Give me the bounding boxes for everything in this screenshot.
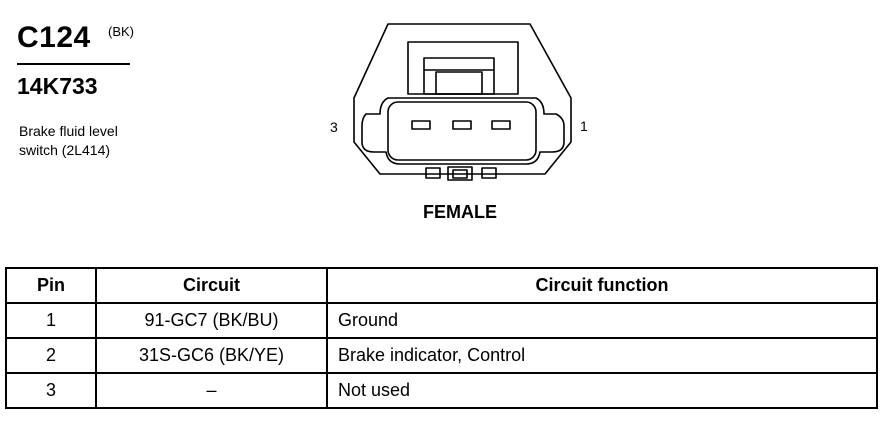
- pinout-table: Pin Circuit Circuit function 1 91-GC7 (B…: [5, 267, 878, 409]
- keying-tab: [481, 167, 497, 179]
- header-pin: Pin: [5, 267, 97, 304]
- title-rule: [17, 63, 130, 65]
- cell-function: Ground: [326, 302, 878, 339]
- terminal-face: [387, 101, 537, 161]
- pin-3-label: 3: [330, 119, 338, 135]
- part-number: 14K733: [17, 73, 98, 99]
- terminal-3: [411, 120, 431, 130]
- terminal-2: [452, 120, 472, 130]
- cell-circuit: 31S-GC6 (BK/YE): [95, 337, 328, 374]
- connector-face-diagram: [353, 23, 572, 181]
- connector-gender-label: FEMALE: [423, 202, 497, 222]
- terminal-1: [491, 120, 511, 130]
- keying-tab-center: [447, 166, 473, 181]
- connector-housing-outline: [353, 23, 572, 175]
- description-line-1: Brake fluid level: [19, 123, 118, 139]
- component-description: Brake fluid level switch (2L414): [19, 122, 179, 160]
- keying-tab: [425, 167, 441, 179]
- table-row: 3 – Not used: [5, 372, 878, 409]
- table-row: 1 91-GC7 (BK/BU) Ground: [5, 302, 878, 339]
- header-circuit: Circuit: [95, 267, 328, 304]
- cell-pin: 1: [5, 302, 97, 339]
- connector-body-outline: [361, 97, 565, 165]
- table-header-row: Pin Circuit Circuit function: [5, 267, 878, 304]
- pin-1-label: 1: [580, 118, 588, 134]
- connector-id: C124: [17, 21, 91, 54]
- cell-function: Not used: [326, 372, 878, 409]
- locking-tab: [423, 57, 495, 95]
- header-circuit-function: Circuit function: [326, 267, 878, 304]
- cell-pin: 2: [5, 337, 97, 374]
- cell-pin: 3: [5, 372, 97, 409]
- cell-circuit: 91-GC7 (BK/BU): [95, 302, 328, 339]
- color-code: (BK): [108, 24, 134, 39]
- cell-function: Brake indicator, Control: [326, 337, 878, 374]
- description-line-2: switch (2L414): [19, 142, 111, 158]
- cell-circuit: –: [95, 372, 328, 409]
- table-row: 2 31S-GC6 (BK/YE) Brake indicator, Contr…: [5, 337, 878, 374]
